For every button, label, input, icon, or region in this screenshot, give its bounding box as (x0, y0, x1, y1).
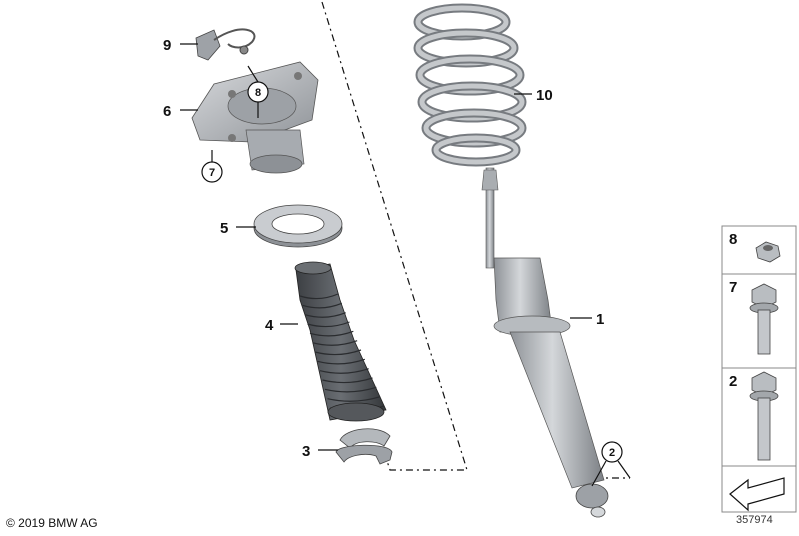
callout-6: 6 (163, 103, 171, 120)
coil-spring (413, 3, 527, 167)
circled-callout-2-ring (601, 441, 623, 463)
boot-rib (299, 293, 339, 300)
boot-rib (327, 396, 381, 402)
legend-item-nut: 8 (729, 231, 781, 263)
circled-callout-7-ring (201, 161, 223, 183)
callout-4: 4 (265, 317, 274, 334)
shock-absorber (481, 167, 609, 518)
circled-callout-2: 2 (609, 447, 615, 459)
boot-rib (324, 386, 377, 393)
circled-callout-8: 8 (255, 87, 261, 99)
clip-ring (335, 428, 393, 465)
boot-rib (302, 302, 343, 309)
circled-callout-7: 7 (209, 167, 215, 179)
legend-number-7: 7 (729, 279, 737, 296)
callout-9: 9 (163, 37, 171, 54)
callout-1: 1 (596, 311, 604, 328)
sensor-bracket (195, 28, 256, 61)
hex-flange-bolt-icon (749, 283, 779, 355)
legend-number-8: 8 (729, 231, 737, 248)
boot-rib (322, 377, 373, 384)
diagram-id: 357974 (736, 514, 773, 526)
callout-5: 5 (220, 220, 228, 237)
hex-flange-bolt-long-icon (749, 371, 779, 461)
top-mount (191, 61, 319, 174)
callout-10: 10 (536, 87, 553, 104)
fastener-legend: 8 7 2 (721, 225, 797, 513)
boot-rib (304, 312, 346, 318)
boot-rib (309, 330, 354, 337)
seat-ring (253, 204, 343, 248)
legend-number-2: 2 (729, 373, 737, 390)
boot-rib (317, 358, 366, 365)
boot-rib (314, 349, 362, 356)
bellows-boot (294, 261, 387, 422)
legend-item-bolt-short: 7 (729, 279, 779, 355)
boot-rib (312, 340, 358, 346)
flange-nut-icon (755, 241, 781, 263)
direction-arrow-icon (729, 477, 785, 512)
boot-rib (319, 368, 369, 374)
copyright-text: © 2019 BMW AG (6, 516, 98, 530)
legend-item-bolt-long: 2 (729, 371, 779, 461)
callout-3: 3 (302, 443, 310, 460)
boot-rib (307, 321, 350, 328)
